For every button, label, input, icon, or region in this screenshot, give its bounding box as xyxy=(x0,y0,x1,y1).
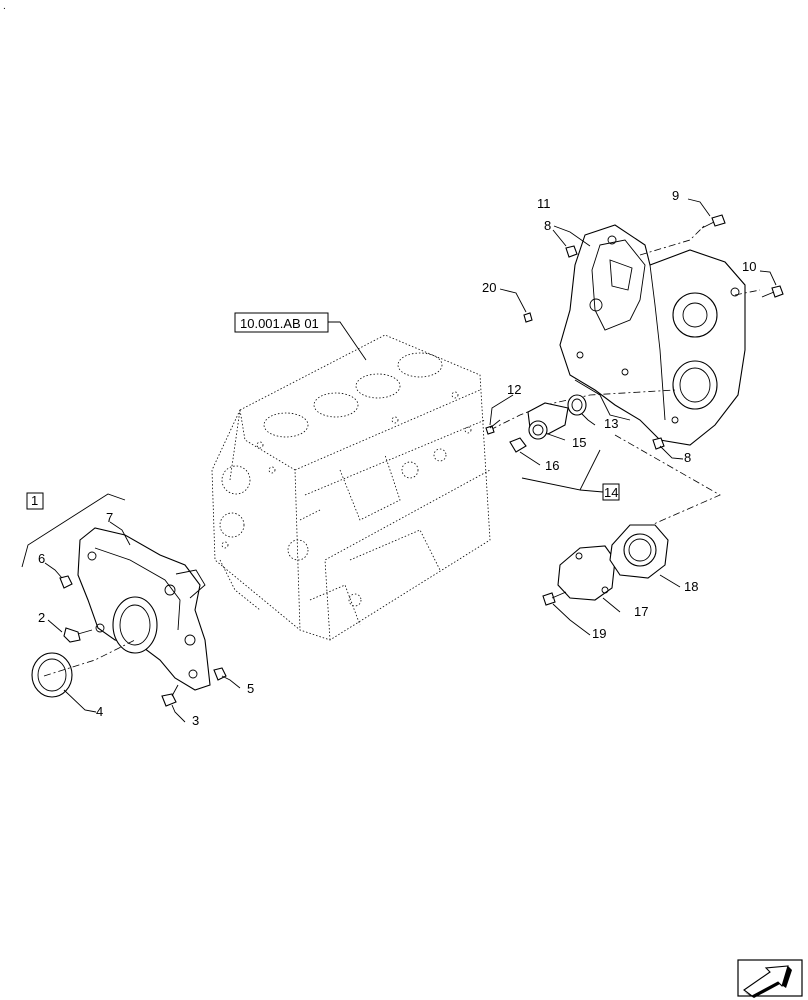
callout-label-20: 20 xyxy=(482,280,496,295)
bolt-2 xyxy=(63,627,93,643)
callout-label-10: 10 xyxy=(742,259,756,274)
callout-label-19: 19 xyxy=(592,626,606,641)
callout-label-6: 6 xyxy=(38,551,45,566)
oring-13 xyxy=(567,394,587,416)
engine-block xyxy=(211,334,491,641)
bolt-9 xyxy=(701,214,726,229)
callout-label-3: 3 xyxy=(192,713,199,728)
callout-label-2: 2 xyxy=(38,610,45,625)
plug-16 xyxy=(509,437,527,453)
gear-housing xyxy=(559,224,746,446)
flange-15 xyxy=(527,402,569,440)
callout-label-8-upper: 8 xyxy=(544,218,551,233)
callout-label-1: 1 xyxy=(31,493,38,508)
callout-label-4: 4 xyxy=(96,704,103,719)
bolt-19 xyxy=(542,591,567,606)
callout-label-9: 9 xyxy=(672,188,679,203)
callout-label-5: 5 xyxy=(247,681,254,696)
corner-mark: . xyxy=(3,1,6,12)
plug-5 xyxy=(213,667,227,681)
callout-label-13: 13 xyxy=(604,416,618,431)
bolt-10 xyxy=(761,285,784,298)
nut-6 xyxy=(59,575,73,589)
reference-label-text: 10.001.AB 01 xyxy=(240,316,319,331)
next-page-arrow-icon[interactable] xyxy=(737,959,803,998)
callout-box-1[interactable] xyxy=(26,492,44,510)
bolt-8-upper xyxy=(565,245,578,258)
screw-12 xyxy=(485,419,501,435)
callout-label-7: 7 xyxy=(106,510,113,525)
callout-label-17: 17 xyxy=(634,604,648,619)
reference-label[interactable]: 10.001.AB 01 xyxy=(234,312,367,361)
bolt-3 xyxy=(161,684,179,707)
gasket-18 xyxy=(609,524,669,579)
callout-label-18: 18 xyxy=(684,579,698,594)
callout-label-11: 11 xyxy=(537,196,551,211)
cover-plate-17 xyxy=(557,545,616,601)
bolt-8-lower xyxy=(652,437,665,450)
front-timing-cover xyxy=(77,527,211,691)
front-seal xyxy=(31,652,73,698)
callout-label-14: 14 xyxy=(604,485,618,500)
callout-label-15: 15 xyxy=(572,435,586,450)
callout-label-16: 16 xyxy=(545,458,559,473)
callout-label-8-lower: 8 xyxy=(684,450,691,465)
callout-label-12: 12 xyxy=(507,382,521,397)
pin-20 xyxy=(523,312,533,323)
